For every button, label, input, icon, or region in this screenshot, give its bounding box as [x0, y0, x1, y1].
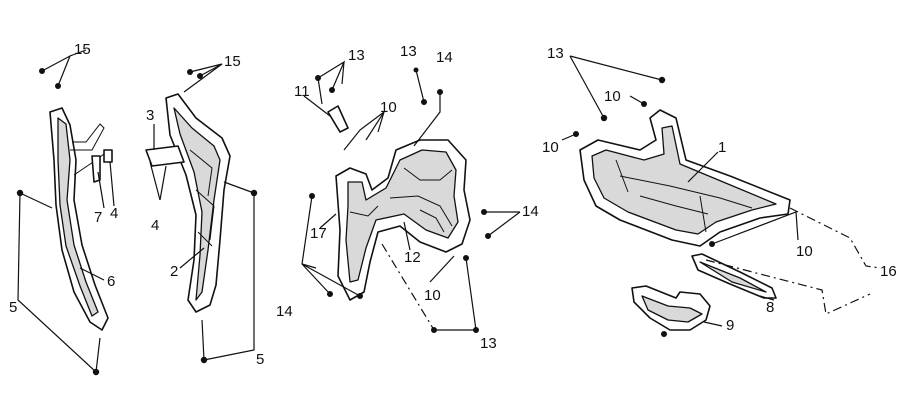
callout-c18: 14: [522, 203, 539, 220]
part-1-floor-panel: [579, 109, 791, 247]
callout-c28: 8: [766, 299, 774, 316]
leaders-group-b: [149, 63, 258, 364]
callout-c9: 2: [170, 263, 178, 280]
callout-c15: 10: [380, 99, 397, 116]
callout-c13: 14: [436, 49, 453, 66]
part-12-center-cover: [335, 139, 471, 301]
callout-c17: 12: [404, 249, 421, 266]
part-3-bracket: [145, 145, 185, 167]
callout-c27: 16: [880, 263, 897, 280]
callout-labels: 15 4 7 5 6 15 3 4 2 5 13 13 14 11 10 17 …: [9, 41, 897, 368]
callout-c1: 15: [74, 41, 91, 58]
callout-c3: 7: [94, 209, 102, 226]
callout-c19: 14: [276, 303, 293, 320]
callout-c21: 13: [480, 335, 497, 352]
part-11-hook: [327, 105, 349, 133]
callout-c4: 5: [9, 299, 17, 316]
callout-c2: 4: [110, 205, 118, 222]
callout-c8: 4: [151, 217, 159, 234]
callout-c11: 13: [348, 47, 365, 64]
callout-c16: 17: [310, 225, 327, 242]
callout-c26: 10: [796, 243, 813, 260]
callout-c29: 9: [726, 317, 734, 334]
callout-c7: 3: [146, 107, 154, 124]
callout-c10: 5: [256, 351, 264, 368]
callout-c23: 10: [604, 88, 621, 105]
callout-c12: 13: [400, 43, 417, 60]
leaders-group-a: [16, 49, 115, 376]
leaders-group-c: [301, 60, 521, 333]
callout-c14: 11: [294, 83, 310, 100]
part-2-right-side-cover: [165, 93, 231, 313]
callout-c24: 10: [542, 139, 559, 156]
callout-c5: 6: [107, 273, 115, 290]
callout-c20: 10: [424, 287, 441, 304]
callout-c25: 1: [718, 139, 726, 156]
callout-c22: 13: [547, 45, 564, 62]
leaders-group-d: [561, 55, 881, 337]
part-9-cover: [631, 285, 711, 331]
part-4-clip: [103, 149, 113, 163]
callout-c6: 15: [224, 53, 241, 70]
part-6-left-side-cover: [49, 107, 109, 331]
part-8-plate: [691, 253, 777, 299]
